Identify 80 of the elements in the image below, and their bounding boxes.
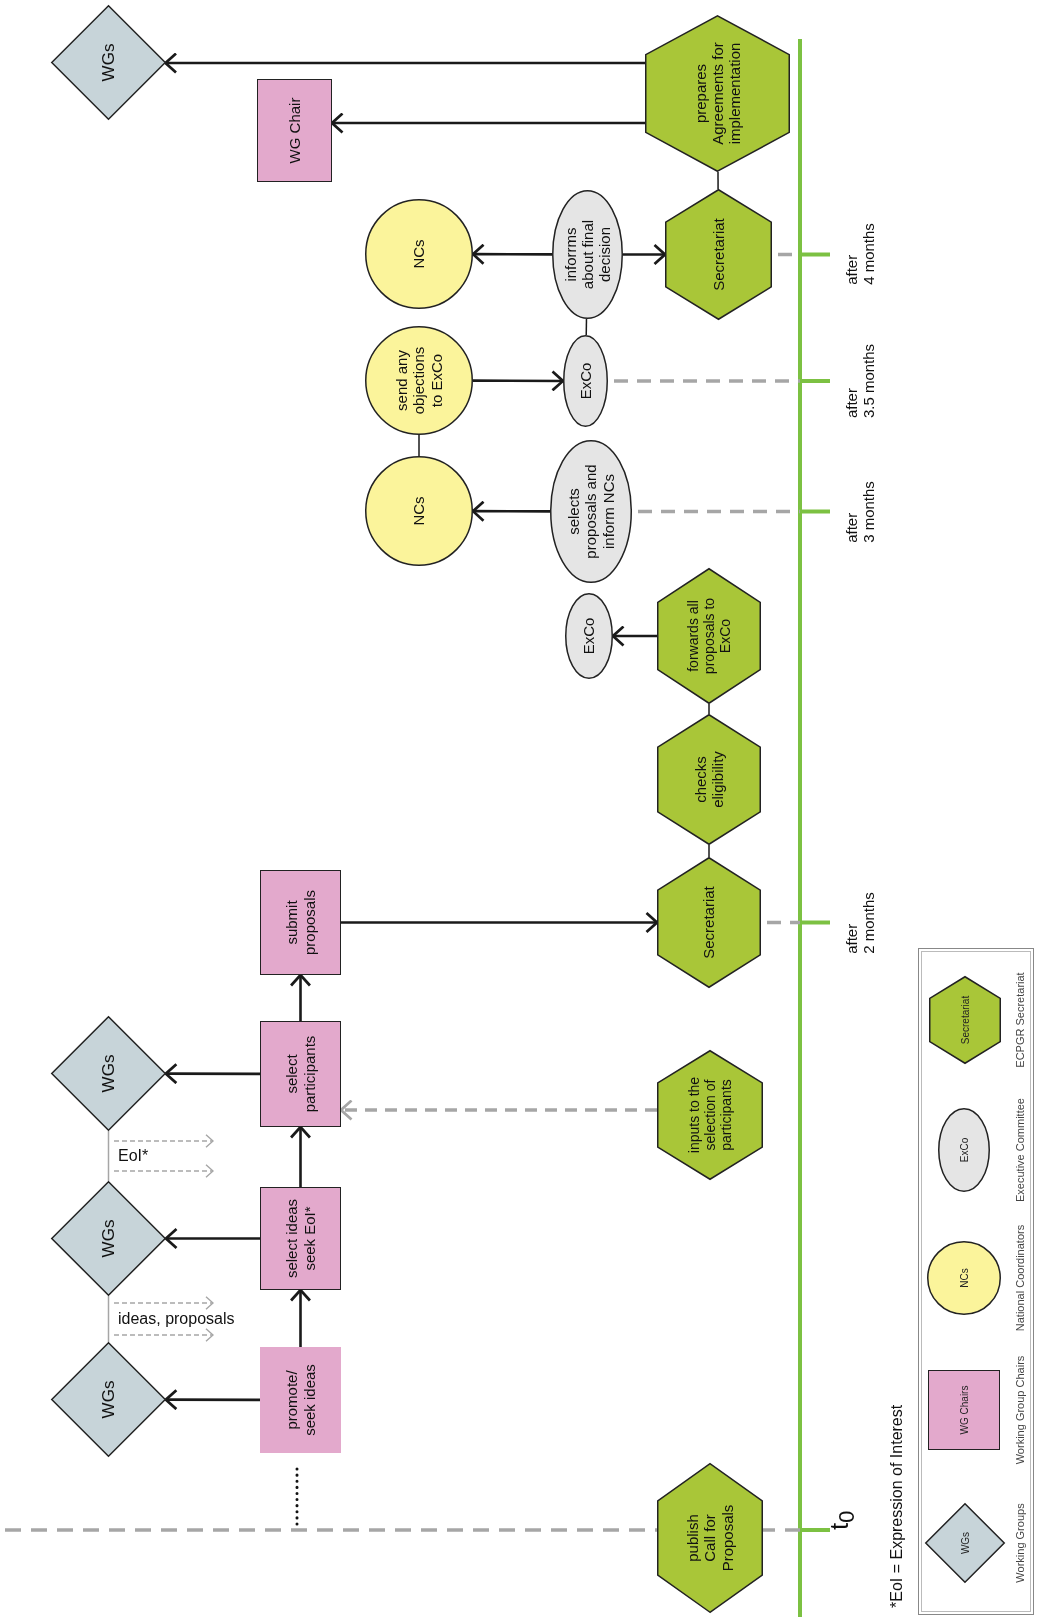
circle-node (365, 456, 473, 566)
node-label: select ideas seek EoI* (283, 1197, 318, 1281)
group-diamond (51, 1342, 166, 1457)
task-box (260, 1021, 341, 1127)
process-hexagon (657, 1463, 763, 1613)
node-label: WGs (98, 43, 119, 82)
process-hexagon (657, 857, 761, 988)
arrow (289, 1288, 312, 1347)
edge-label: ideas, proposals (118, 1310, 235, 1328)
node-label: WGs (98, 1054, 119, 1093)
task-box (260, 870, 341, 975)
node-label: ExCo (576, 362, 595, 400)
arrow (164, 52, 645, 74)
connector-line (107, 1295, 110, 1343)
legend-sample-label: WGs (959, 1531, 971, 1555)
task-box (260, 1187, 341, 1290)
node-label: Secretariat (709, 218, 728, 291)
connector-line (708, 703, 710, 715)
node-label: ExCo (580, 617, 598, 655)
time-label: after 3 months (843, 481, 878, 543)
legend-sample-label: Secretariat (959, 995, 971, 1045)
arrow (289, 973, 312, 1021)
group-diamond (51, 1016, 166, 1131)
node-label: NCs (410, 496, 428, 526)
node-label: checks eligibility (691, 750, 727, 810)
process-hexagon (657, 1050, 763, 1180)
legend-sample-label: NCs (958, 1268, 970, 1288)
node-label: promote/ seek ideas (283, 1363, 318, 1438)
process-hexagon (657, 714, 761, 845)
legend-sample-label: ExCo (958, 1137, 970, 1163)
process-hexagon (645, 15, 790, 172)
legend-label: National Coordinators (1014, 1224, 1026, 1332)
node-label: Secretariat (700, 886, 718, 959)
connector-line (418, 434, 420, 457)
legend-sample-label: WG Chairs (958, 1385, 970, 1435)
node-label: forwards all proposals to ExCo (684, 596, 734, 677)
legend-label: Working Groups (1014, 1503, 1026, 1583)
footnote: *EoI = Expression of Interest (888, 1404, 906, 1608)
ellipse-node (550, 440, 632, 583)
ellipse-node (563, 335, 608, 427)
arrow (471, 243, 552, 265)
group-diamond (51, 5, 166, 120)
circle-node (365, 199, 473, 309)
node-label: inforrms about final decision (561, 218, 614, 292)
time-label: after 2 months (843, 892, 878, 954)
node-label: publish Call for Proposals (684, 1503, 736, 1574)
arrow (164, 1062, 260, 1085)
node-label: selects proposals and inform NCs (565, 463, 617, 561)
node-label: WG Chair (285, 97, 304, 164)
node-label: select participants (283, 1034, 318, 1115)
group-diamond (51, 1181, 166, 1296)
connector-line (717, 171, 719, 190)
task-box (257, 79, 332, 182)
legend-label: Working Group Chairs (1014, 1355, 1026, 1465)
legend-label: Executive Committee (1014, 1098, 1026, 1202)
legend-label: ECPGR Secretariat (1014, 972, 1026, 1068)
node-label: WGs (98, 1219, 119, 1258)
ellipse-node (565, 593, 613, 679)
arrow (330, 112, 645, 134)
node-label: inputs to the selection of participants (685, 1075, 735, 1156)
process-hexagon (665, 189, 772, 320)
edge-label: EoI* (118, 1147, 149, 1165)
arrow (164, 1388, 260, 1411)
circle-node (365, 326, 473, 435)
time-label: after 4 months (843, 223, 878, 285)
arrow (164, 1227, 260, 1250)
node-label: WGs (98, 1380, 119, 1419)
connector-line (107, 1130, 110, 1182)
ellipse-node (552, 190, 623, 319)
arrow (339, 1099, 657, 1121)
arrow (471, 500, 550, 522)
node-label: NCs (410, 239, 428, 269)
connector-line (708, 844, 710, 858)
time-label: after 3.5 months (843, 343, 878, 419)
arrow (289, 1125, 312, 1187)
node-label: submit proposals (283, 889, 318, 958)
node-label: prepares Agreements for implementation (691, 41, 744, 147)
process-hexagon (657, 568, 761, 704)
node-label: send any objections to ExCo (393, 345, 445, 417)
task-box (260, 1347, 341, 1453)
